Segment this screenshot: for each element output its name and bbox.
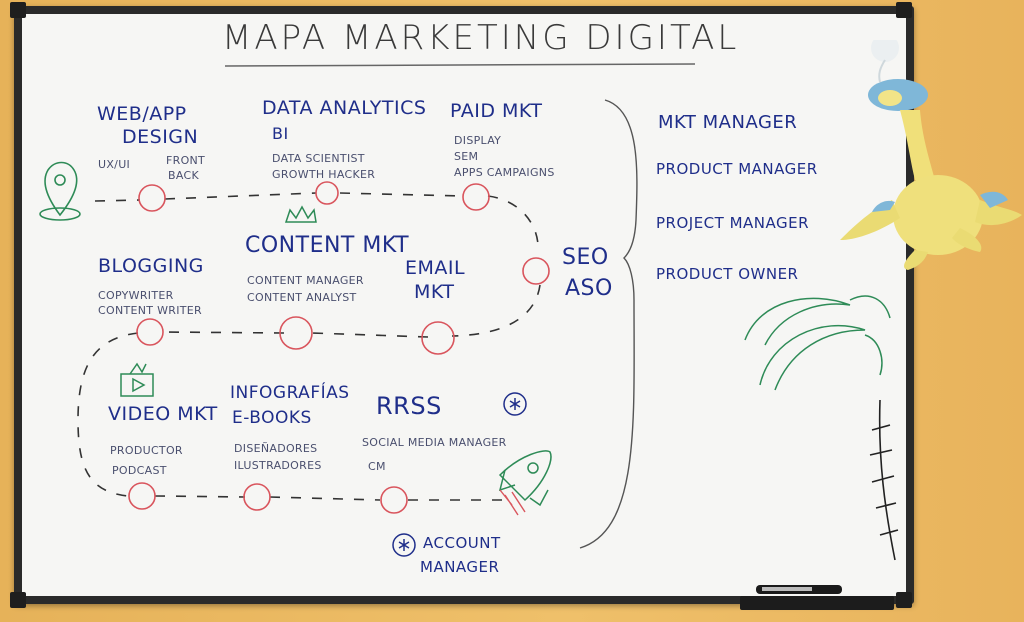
role-project-manager: PROJECT MANAGER: [656, 214, 810, 232]
marker-tray: [740, 596, 894, 610]
palm-tree-drawing: [744, 295, 891, 391]
web-app-sub: BACK: [168, 169, 199, 182]
location-pin-icon: [39, 161, 81, 221]
milestone-circle: [421, 321, 455, 355]
paid-mkt-heading: PAID MKT: [450, 100, 543, 122]
rrss-sub: SOCIAL MEDIA MANAGER: [362, 436, 507, 449]
board-title: MAPA MARKETING DIGITAL: [222, 18, 740, 58]
account-label: ACCOUNT: [423, 534, 501, 552]
milestone-circle: [315, 181, 339, 205]
paid-sub: SEM: [454, 150, 479, 163]
asterisk-icon: [503, 392, 527, 416]
video-mkt-heading: VIDEO MKT: [108, 403, 218, 425]
rocket-flame: [499, 489, 526, 516]
video-sub: PODCAST: [112, 464, 167, 477]
brace: [579, 99, 638, 549]
rrss-heading: RRSS: [376, 392, 442, 420]
board-corner: [896, 2, 912, 18]
content-mkt-heading: CONTENT MKT: [245, 233, 410, 258]
content-sub: CONTENT MANAGER: [247, 274, 364, 287]
paid-sub: DISPLAY: [454, 134, 502, 147]
data-analytics-heading: DATA ANALYTICS: [262, 97, 427, 119]
web-app-sub: UX/UI: [98, 158, 131, 171]
role-product-owner: PRODUCT OWNER: [656, 265, 799, 283]
blogging-sub: CONTENT WRITER: [98, 304, 202, 317]
board-corner: [10, 2, 26, 18]
aso-label: ASO: [565, 276, 613, 301]
dashed-path: [77, 192, 541, 501]
infographics-sub: ILUSTRADORES: [234, 459, 322, 472]
web-app-sub: FRONT: [166, 154, 206, 167]
milestone-circle: [243, 483, 271, 511]
whiteboard: [14, 6, 914, 604]
board-corner: [10, 592, 26, 608]
infografias-heading: INFOGRAFÍAS: [230, 383, 350, 403]
ebooks-heading: E-BOOKS: [232, 408, 312, 428]
data-sub: DATA SCIENTIST: [272, 152, 365, 165]
whiteboard-marker: [756, 585, 842, 594]
web-app-heading: WEB/APP: [97, 103, 187, 125]
role-product-manager: PRODUCT MANAGER: [656, 160, 818, 178]
manager-label: MANAGER: [420, 558, 500, 576]
seo-label: SEO: [562, 245, 609, 270]
blogging-heading: BLOGGING: [98, 255, 204, 277]
milestone-circle: [522, 257, 550, 285]
rocket-icon: [498, 450, 552, 507]
data-bi-heading: BI: [272, 124, 289, 143]
paid-sub: APPS CAMPAIGNS: [454, 166, 555, 179]
blogging-sub: COPYWRITER: [98, 289, 174, 302]
role-mkt-manager: MKT MANAGER: [658, 112, 798, 133]
email-heading-2: MKT: [414, 281, 455, 303]
milestone-circle: [128, 482, 156, 510]
milestone-circle: [279, 316, 313, 350]
milestone-circle: [462, 183, 490, 211]
milestone-circle: [380, 486, 408, 514]
rrss-sub: CM: [368, 460, 386, 473]
content-sub: CONTENT ANALYST: [247, 291, 357, 304]
video-play-icon: [120, 362, 154, 397]
video-sub: PRODUCTOR: [110, 444, 183, 457]
palm-trunk: [869, 399, 899, 561]
email-heading: EMAIL: [405, 257, 466, 279]
milestone-circle: [136, 318, 164, 346]
infographics-sub: DISEÑADORES: [234, 442, 318, 455]
title-underline: [224, 63, 696, 67]
plush-toy: [840, 40, 1022, 270]
asterisk-icon: [392, 533, 416, 557]
web-app-heading-2: DESIGN: [122, 126, 199, 148]
board-corner: [896, 592, 912, 608]
milestone-circle: [138, 184, 166, 212]
data-sub: GROWTH HACKER: [272, 168, 376, 181]
crown-icon: [284, 205, 317, 223]
